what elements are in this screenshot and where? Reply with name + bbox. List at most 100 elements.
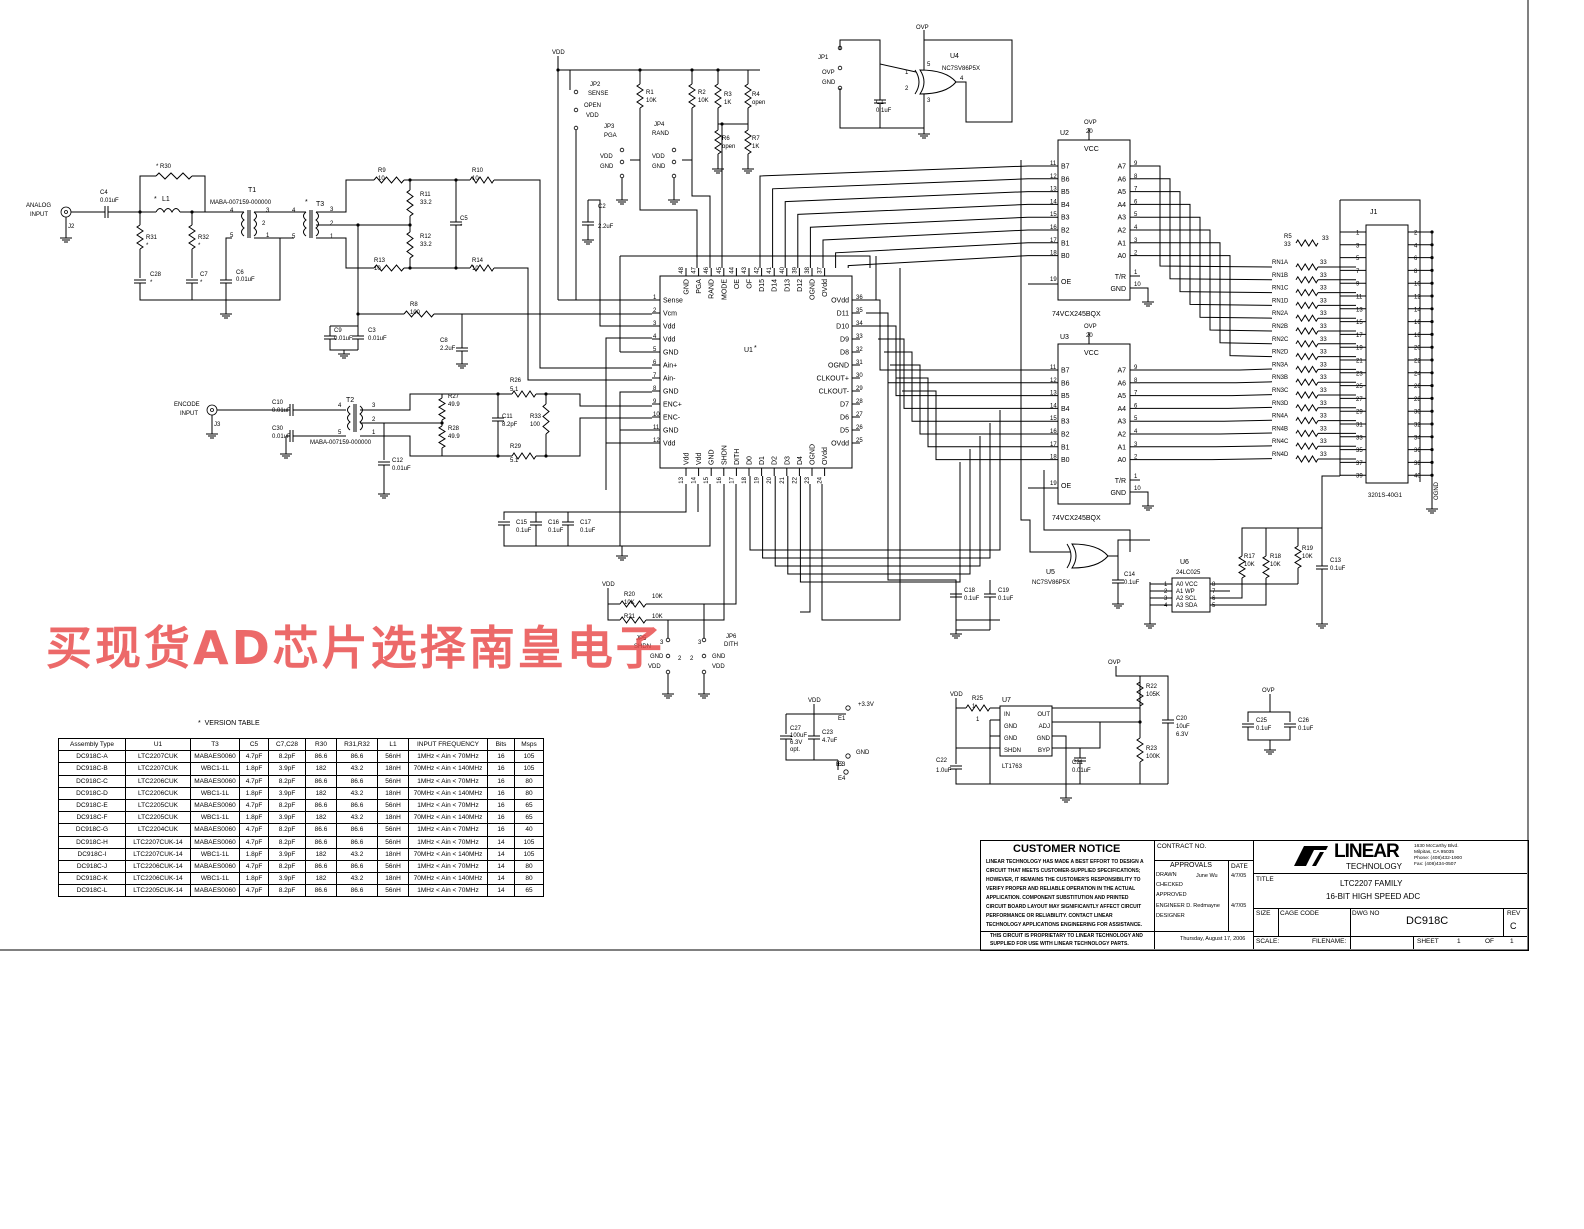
version-table-cell: MABAES0060 (190, 750, 240, 764)
approvals-label: APPROVALS (1170, 862, 1212, 869)
version-table-cell: 86.6 (305, 823, 337, 837)
title-line-1: LTC2207 FAMILY (1340, 879, 1403, 888)
tb-divider-5 (1253, 936, 1527, 937)
u1-pin-bottom-name: Vdd (696, 452, 703, 465)
u3-buffer-gnd-num: 10 (1134, 486, 1141, 492)
u3-buffer-tr: T/R (1115, 478, 1126, 485)
version-table-cell: WBC1-1L (190, 811, 240, 825)
wire (329, 339, 358, 351)
rn-label: RN2B (1272, 324, 1288, 330)
comp-label-c25: 0.1uF (1256, 726, 1272, 732)
designer-label: DESIGNER (1156, 913, 1185, 919)
version-table-header-cell: R30 (305, 737, 337, 752)
u2-buffer-pin-a3: A3 (1117, 215, 1126, 222)
encode-input-label: ENCODE (174, 402, 200, 408)
comp-label-r28: 49.9 (448, 434, 460, 440)
comp-label-c12: C12 (392, 458, 404, 464)
comp-label-r14: 10 (472, 266, 479, 272)
rn-value: 33 (1320, 439, 1327, 445)
t1-ref: T1 (248, 187, 256, 194)
version-table-cell: LTC2206CUK-14 (125, 859, 191, 874)
tb-divider-6 (1154, 860, 1253, 861)
junction-dot (454, 178, 458, 182)
u2-buffer-pin-a5: A5 (1117, 189, 1126, 196)
comp-label-c7: C7 (200, 272, 208, 278)
tb-notice-line: TECHNOLOGY APPLICATIONS ENGINEERING FOR … (986, 922, 1143, 928)
comp-label-c14: 0.1uF (1124, 580, 1140, 586)
junction-dot (1430, 396, 1434, 400)
u2-buffer-vcc-pin: 20 (1086, 129, 1093, 135)
u1-ref: U1 (744, 347, 753, 354)
version-table-cell: 70MHz < Ain < 140MHz (408, 762, 488, 776)
tb-divider-9 (1228, 860, 1229, 931)
checked-label: CHECKED (1156, 882, 1183, 888)
u1-pin-right-name: OVdd (831, 441, 849, 448)
version-table-cell: 182 (305, 872, 337, 886)
wire (847, 255, 1029, 268)
u2-buffer-pinnum: 12 (1050, 174, 1057, 180)
u7-regulator-body (999, 705, 1053, 757)
jp6-gnd: GND (712, 654, 726, 660)
comp-label-r19: 10K (1302, 554, 1313, 560)
j1-pin-right: 18 (1414, 333, 1421, 339)
t3-ref: T3 (316, 201, 324, 208)
version-table-cell: 80 (514, 872, 544, 886)
u2-buffer-pinnum: 6 (1134, 199, 1138, 205)
r21-resistor (619, 616, 647, 624)
junction-dot (1430, 268, 1434, 272)
u7-ref: U7 (1002, 697, 1011, 704)
version-table-cell: 3.9pF (268, 762, 306, 776)
comp-label-c4: C4 (100, 190, 108, 196)
j1-pin-left: 39 (1356, 474, 1363, 480)
comp-label-c8: C8 (440, 338, 448, 344)
u2-buffer-pinnum: 11 (1050, 161, 1057, 167)
wire (923, 30, 1013, 123)
r1-resistor (636, 83, 644, 109)
comp-label-r23: R23 (1146, 746, 1158, 752)
t3-pin: 1 (330, 234, 334, 240)
comp-label-c26: C26 (1298, 718, 1310, 724)
u3-buffer-pin-a6: A6 (1117, 380, 1126, 387)
u1-pin-right-name: D6 (840, 415, 849, 422)
wire (494, 267, 652, 381)
rn-label: RN2C (1272, 337, 1289, 343)
j1-pin-left: 17 (1356, 333, 1363, 339)
print-date: Thursday, August 17, 2006 (1180, 936, 1246, 942)
j1-pin-left: 33 (1356, 435, 1363, 441)
wire (1140, 381, 1273, 384)
wire (536, 417, 652, 457)
u2-buffer-pin-a6: A6 (1117, 176, 1126, 183)
e1-v33: +3.3V (858, 702, 874, 708)
u1-pin-bottom-num: 13 (679, 476, 685, 483)
version-table-cell: DC918C-B (58, 762, 126, 776)
j1-pin-right: 12 (1414, 295, 1421, 301)
u1-pin-left-name: Vdd (663, 324, 676, 331)
u2-buffer-gnd: GND (1110, 286, 1126, 293)
wire (588, 199, 652, 327)
rn-value: 33 (1320, 452, 1327, 458)
comp-label-r3: 1K (724, 100, 731, 106)
wire (955, 769, 1116, 785)
comp-label-r25: R25 (972, 696, 984, 702)
comp-label-r2: R2 (698, 90, 706, 96)
u1-pin-right-num: 28 (856, 399, 863, 405)
comp-label-r26: 5.1 (510, 387, 519, 393)
u3-buffer-pin-b4: B4 (1061, 406, 1070, 413)
analog-input-connector (60, 206, 72, 218)
r30-label: * R30 (156, 164, 172, 170)
wire (772, 178, 1029, 268)
u2-buffer-pinnum: 18 (1050, 251, 1057, 257)
r23-resistor (1136, 737, 1144, 763)
comp-label-r29: 5.1 (510, 458, 519, 464)
u3-buffer-pin-b5: B5 (1061, 393, 1070, 400)
u3-buffer-pinnum: 5 (1134, 416, 1138, 422)
u2-buffer-pinnum: 8 (1134, 174, 1138, 180)
comp-label-c2: C2 (598, 204, 606, 210)
t1-transformer (253, 211, 257, 237)
u1-pin-right-num: 27 (856, 412, 863, 418)
rn-resistor (1295, 314, 1319, 323)
